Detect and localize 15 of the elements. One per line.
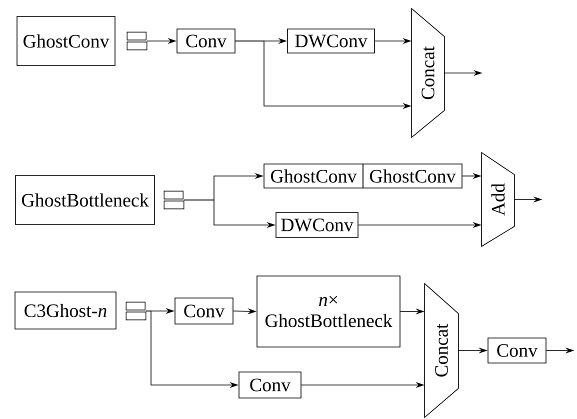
process-box: Conv <box>488 338 546 364</box>
process-box: DWConv <box>287 28 375 54</box>
process-box: Conv <box>174 298 234 324</box>
process-box: GhostConv <box>16 16 116 66</box>
equivalence-icon <box>126 32 148 50</box>
equivalence-icon <box>164 190 184 210</box>
process-box: GhostConv <box>264 164 364 188</box>
process-box: Conv <box>176 28 236 54</box>
process-box: GhostConv <box>362 164 462 188</box>
equivalence-icon <box>126 302 146 320</box>
process-box: n× GhostBottleneck <box>256 276 400 348</box>
process-box: DWConv <box>276 212 358 238</box>
process-box: Conv <box>238 372 302 398</box>
process-box: GhostBottleneck <box>15 175 155 225</box>
process-box: C3Ghost-n <box>14 292 116 330</box>
